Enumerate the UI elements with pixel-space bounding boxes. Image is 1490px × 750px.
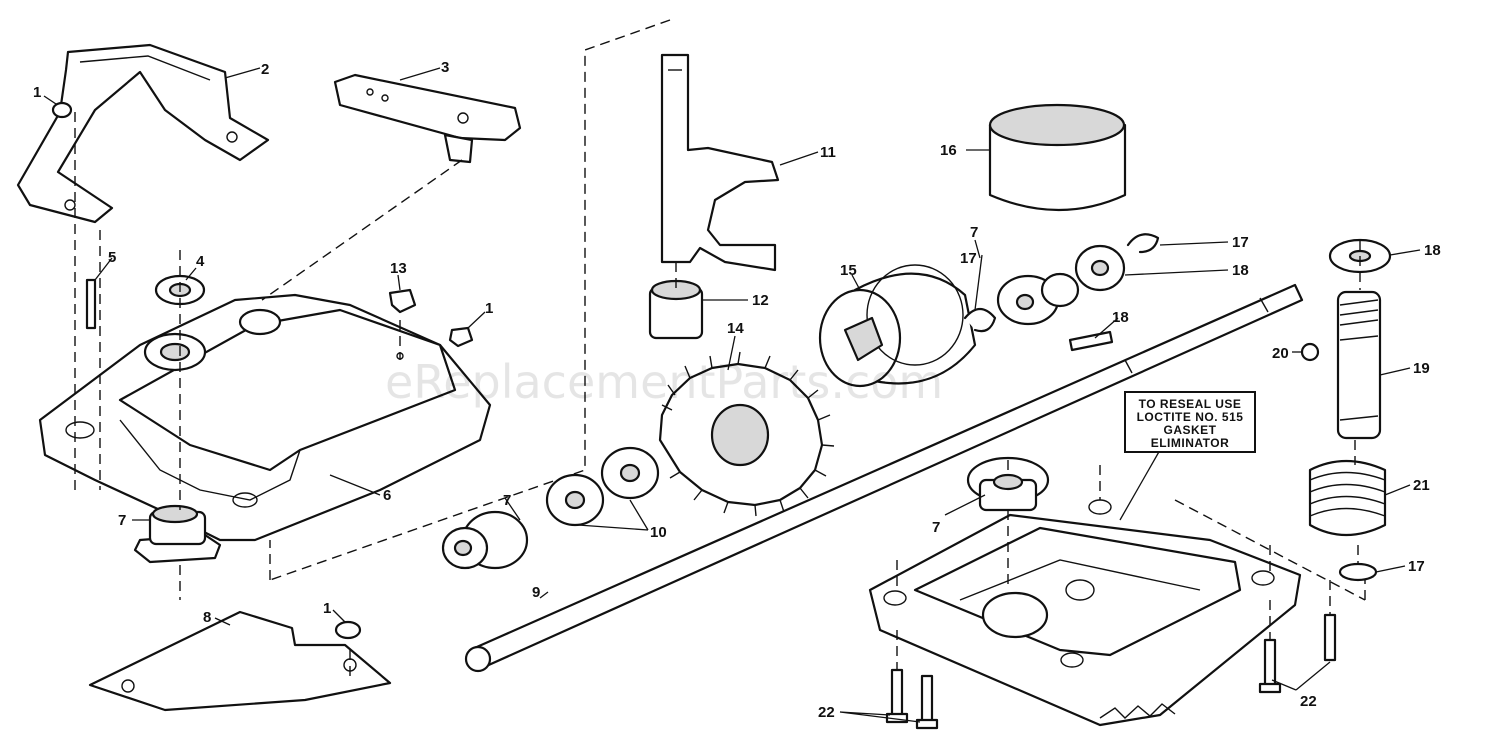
callout-7-left: 7 [118,512,126,529]
callout-7-shaft: 7 [503,492,511,509]
part-18-key [1068,330,1114,352]
part-18-washer-mid [1074,244,1126,292]
callout-14: 14 [727,320,744,337]
part-7-bushing-mid [996,272,1080,326]
part-7-bushing-left [133,504,222,564]
callout-18-key: 18 [1112,309,1129,326]
callout-17-right: 17 [1408,558,1425,575]
part-22-screws-bottom [885,638,1282,730]
note-line-3: GASKET [1163,423,1216,437]
assembly-lines [74,19,1366,680]
part-20-pin [1300,342,1320,362]
part-16-sleeve [988,103,1127,212]
callout-10: 10 [650,524,667,541]
callout-7-lower: 7 [932,519,940,536]
part-19-worm-shaft [1336,290,1382,440]
part-14-gear [658,351,835,517]
part-1-nut-bottom [334,620,362,640]
part-21-worm-gear [1308,460,1387,537]
part-17-snap-ring-right [1338,562,1378,582]
callout-5: 5 [108,249,116,266]
callout-17-mid: 17 [960,250,977,267]
part-11-shift-fork [660,53,780,272]
callout-21: 21 [1413,477,1430,494]
callout-labels: 1 2 3 4 5 13 1 6 7 8 1 11 12 14 15 16 7 … [33,59,1441,721]
reseal-note: TO RESEAL USE LOCTITE NO. 515 GASKET ELI… [1124,391,1256,453]
note-line-4: ELIMINATOR [1151,436,1230,450]
part-1-nut-top [51,101,73,119]
part-13-plug [388,288,417,314]
callout-11: 11 [820,144,836,161]
callout-7-mid: 7 [970,224,978,241]
part-2-bracket [16,43,270,224]
leader-lines [43,67,1421,723]
callout-18-mid: 18 [1232,262,1249,279]
callout-4: 4 [196,253,205,270]
note-line-2: LOCTITE NO. 515 [1137,410,1244,424]
lower-housing [868,499,1302,727]
part-22-screw-right [1323,613,1337,662]
callout-22-bottom: 22 [818,704,835,721]
callout-22-right: 22 [1300,693,1317,710]
part-7-bushing-shaft [441,510,529,570]
part-17-snap-ring-top [1126,233,1160,254]
part-15-pulley [818,264,977,388]
note-line-1: TO RESEAL USE [1139,397,1242,411]
callout-3: 3 [441,59,449,76]
callout-18-right: 18 [1424,242,1441,259]
part-1-nut-mid [448,326,474,348]
part-3-lever [333,73,522,164]
callout-13: 13 [390,260,407,277]
callout-1: 1 [33,84,41,101]
callout-16: 16 [940,142,957,159]
callout-1-mid: 1 [485,300,493,317]
part-10-washer-a [545,473,605,527]
callout-19: 19 [1413,360,1430,377]
callout-17-top: 17 [1232,234,1249,251]
callout-1-bottom: 1 [323,600,331,617]
callout-6: 6 [383,487,391,504]
part-6-upper-housing [38,293,492,542]
part-9-shaft [464,283,1304,673]
callout-9: 9 [532,584,540,601]
part-10-washer-b [600,446,660,500]
callout-12: 12 [752,292,769,309]
part-17-snap-ring-mid [963,307,997,333]
watermark: eReplacementParts.com [385,355,943,409]
callout-15: 15 [840,262,857,279]
callout-2: 2 [261,61,269,78]
part-7-bushing-lower [966,456,1050,512]
part-12-bushing [648,279,704,340]
callout-20: 20 [1272,345,1289,362]
callout-8: 8 [203,609,211,626]
part-5-pin [85,278,97,330]
